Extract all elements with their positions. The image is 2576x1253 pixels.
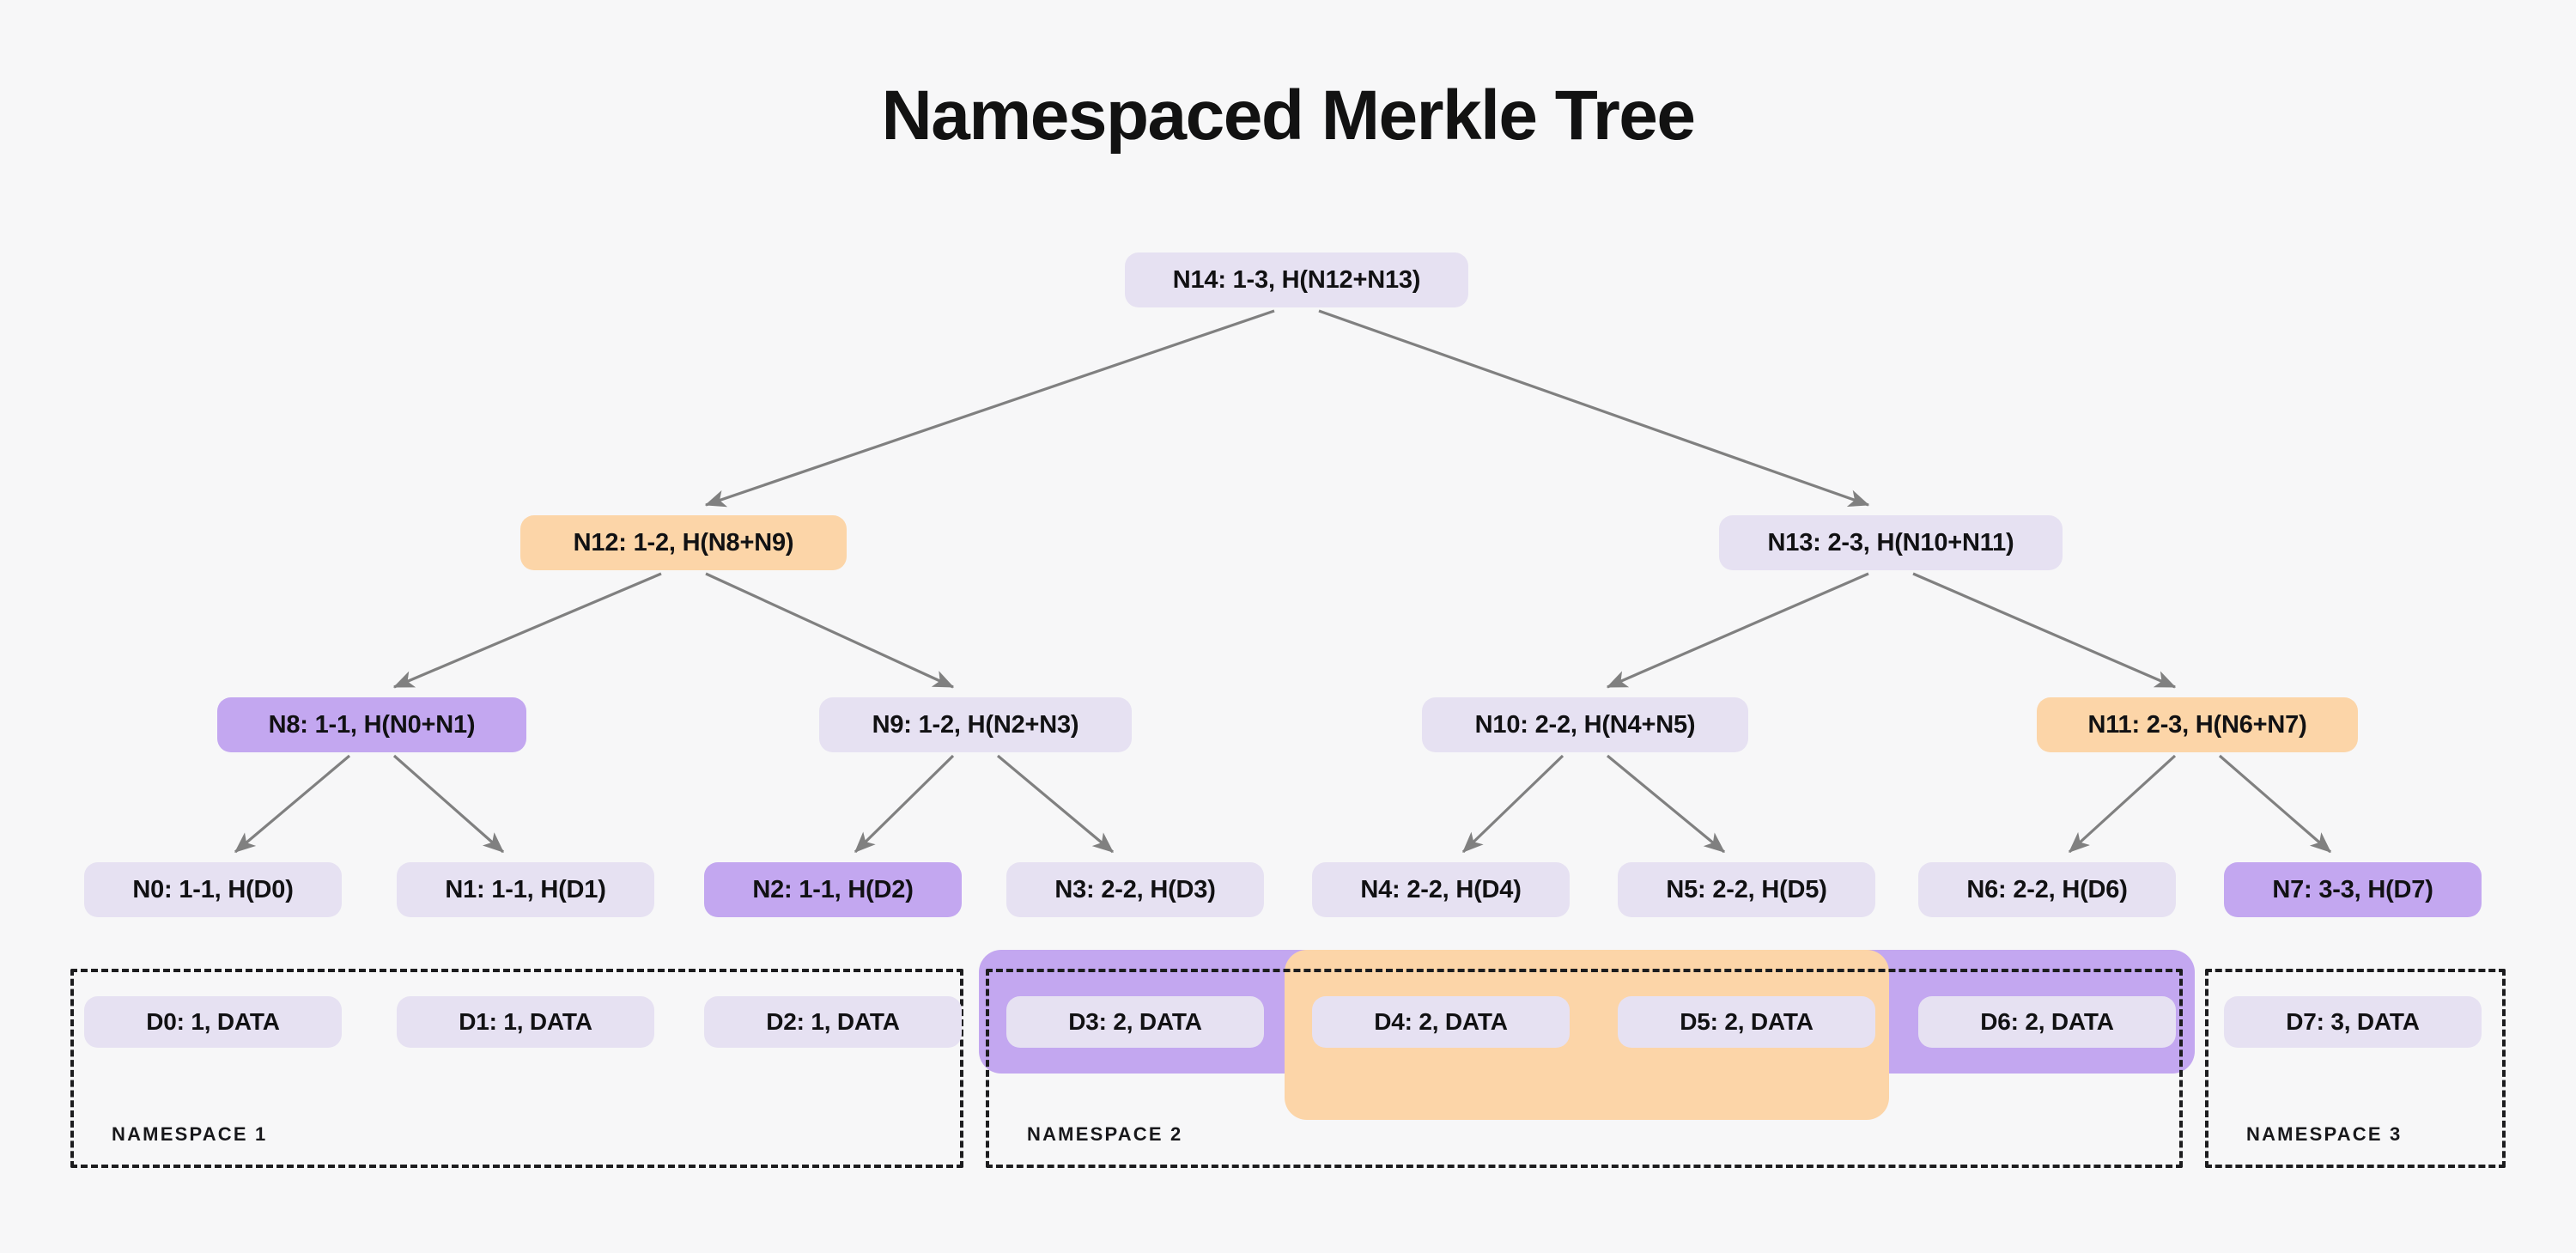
tree-node-n10[interactable]: N10: 2-2, H(N4+N5) bbox=[1422, 697, 1748, 752]
page-title: Namespaced Merkle Tree bbox=[881, 76, 1697, 155]
data-chip-d3[interactable]: D3: 2, DATA bbox=[1006, 996, 1264, 1048]
namespace-group-ns2: NAMESPACE 2 bbox=[986, 969, 2183, 1168]
edge-n8-to-n1 bbox=[392, 754, 505, 854]
edge-n11-to-n6 bbox=[2068, 754, 2177, 854]
tree-node-n1[interactable]: N1: 1-1, H(D1) bbox=[397, 862, 654, 917]
edge-n10-to-n5 bbox=[1606, 754, 1726, 854]
namespace-group-ns3: NAMESPACE 3 bbox=[2205, 969, 2506, 1168]
tree-node-n4[interactable]: N4: 2-2, H(D4) bbox=[1312, 862, 1570, 917]
namespace-group-ns1: NAMESPACE 1 bbox=[70, 969, 963, 1168]
tree-node-n0[interactable]: N0: 1-1, H(D0) bbox=[84, 862, 342, 917]
namespace-label: NAMESPACE 2 bbox=[1027, 1123, 1183, 1145]
tree-node-n7[interactable]: N7: 3-3, H(D7) bbox=[2224, 862, 2482, 917]
tree-node-n6[interactable]: N6: 2-2, H(D6) bbox=[1918, 862, 2176, 917]
edge-n10-to-n4 bbox=[1461, 754, 1564, 854]
data-chip-d0[interactable]: D0: 1, DATA bbox=[84, 996, 342, 1048]
edge-n14-to-n12 bbox=[704, 309, 1275, 508]
data-chip-d5[interactable]: D5: 2, DATA bbox=[1618, 996, 1875, 1048]
data-chip-d2[interactable]: D2: 1, DATA bbox=[704, 996, 962, 1048]
tree-node-n13[interactable]: N13: 2-3, H(N10+N11) bbox=[1719, 515, 2063, 570]
edge-n12-to-n8 bbox=[392, 572, 662, 689]
edge-n11-to-n7 bbox=[2218, 754, 2332, 854]
namespace-label: NAMESPACE 3 bbox=[2246, 1123, 2403, 1145]
edge-n9-to-n2 bbox=[854, 754, 955, 854]
data-chip-d6[interactable]: D6: 2, DATA bbox=[1918, 996, 2176, 1048]
tree-node-n2[interactable]: N2: 1-1, H(D2) bbox=[704, 862, 962, 917]
edge-n8-to-n0 bbox=[234, 754, 351, 854]
edge-n14-to-n13 bbox=[1318, 309, 1870, 507]
tree-node-n3[interactable]: N3: 2-2, H(D3) bbox=[1006, 862, 1264, 917]
edge-n9-to-n3 bbox=[996, 754, 1115, 854]
namespace-label: NAMESPACE 1 bbox=[112, 1123, 268, 1145]
data-chip-d4[interactable]: D4: 2, DATA bbox=[1312, 996, 1570, 1048]
tree-node-n5[interactable]: N5: 2-2, H(D5) bbox=[1618, 862, 1875, 917]
tree-node-n11[interactable]: N11: 2-3, H(N6+N7) bbox=[2037, 697, 2358, 752]
tree-node-n12[interactable]: N12: 1-2, H(N8+N9) bbox=[520, 515, 847, 570]
data-chip-d7[interactable]: D7: 3, DATA bbox=[2224, 996, 2482, 1048]
tree-node-n9[interactable]: N9: 1-2, H(N2+N3) bbox=[819, 697, 1132, 752]
edge-n13-to-n11 bbox=[1912, 572, 2177, 689]
data-chip-d1[interactable]: D1: 1, DATA bbox=[397, 996, 654, 1048]
tree-node-n14[interactable]: N14: 1-3, H(N12+N13) bbox=[1125, 252, 1468, 307]
edge-n12-to-n9 bbox=[705, 572, 955, 689]
tree-node-n8[interactable]: N8: 1-1, H(N0+N1) bbox=[217, 697, 526, 752]
edge-n13-to-n10 bbox=[1606, 572, 1869, 689]
